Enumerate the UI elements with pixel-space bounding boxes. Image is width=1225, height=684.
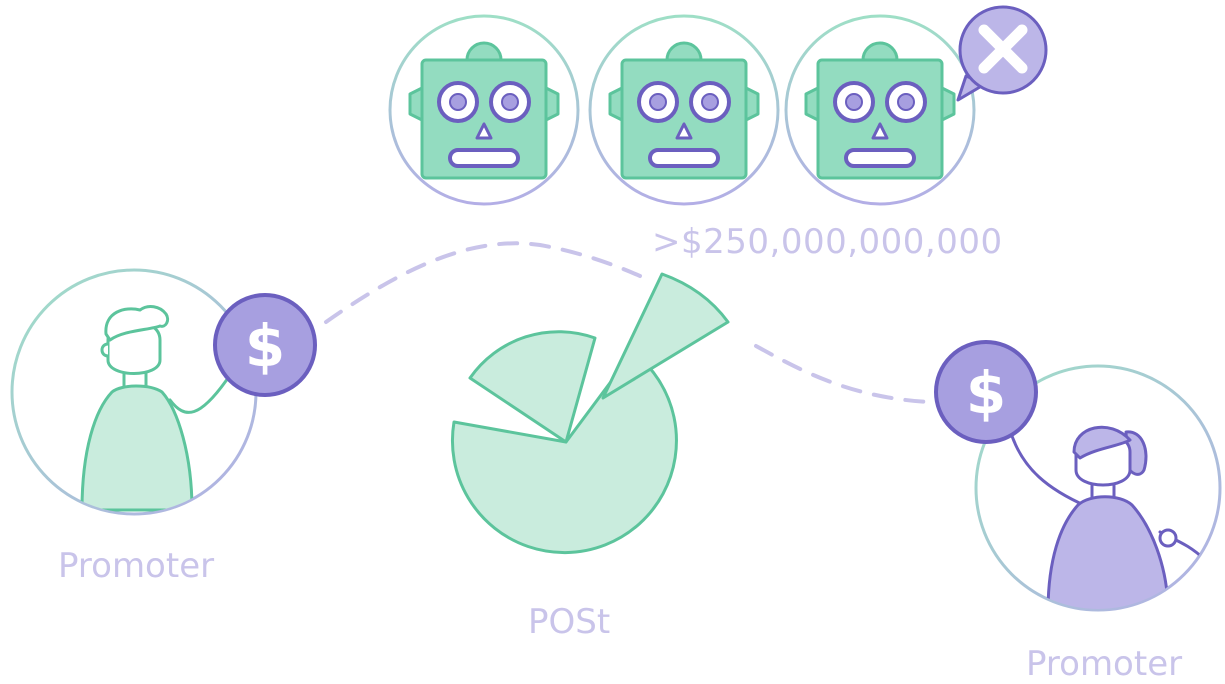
coin-dollar-icon-left: $: [213, 293, 317, 397]
post-label: POSt: [528, 602, 611, 642]
robot-icon-3: [784, 14, 976, 206]
dashed-flow-left: [324, 241, 642, 324]
post-pie-icon: [450, 272, 730, 555]
robot-icon-2: [588, 14, 780, 206]
dollar-symbol-left: $: [245, 312, 285, 380]
reject-bubble-icon: [956, 5, 1048, 102]
promoter-left-avatar: [10, 268, 258, 516]
coin-dollar-icon-right: $: [934, 340, 1038, 444]
promoter-right-avatar: [974, 364, 1222, 612]
promoter-left-label: Promoter: [58, 546, 215, 586]
dashed-flow-right: [754, 344, 932, 404]
promoter-right-label: Promoter: [1026, 644, 1183, 684]
dollar-symbol-right: $: [966, 359, 1006, 427]
robot-icon-1: [388, 14, 580, 206]
amount-label: >$250,000,000,000: [652, 222, 1003, 262]
